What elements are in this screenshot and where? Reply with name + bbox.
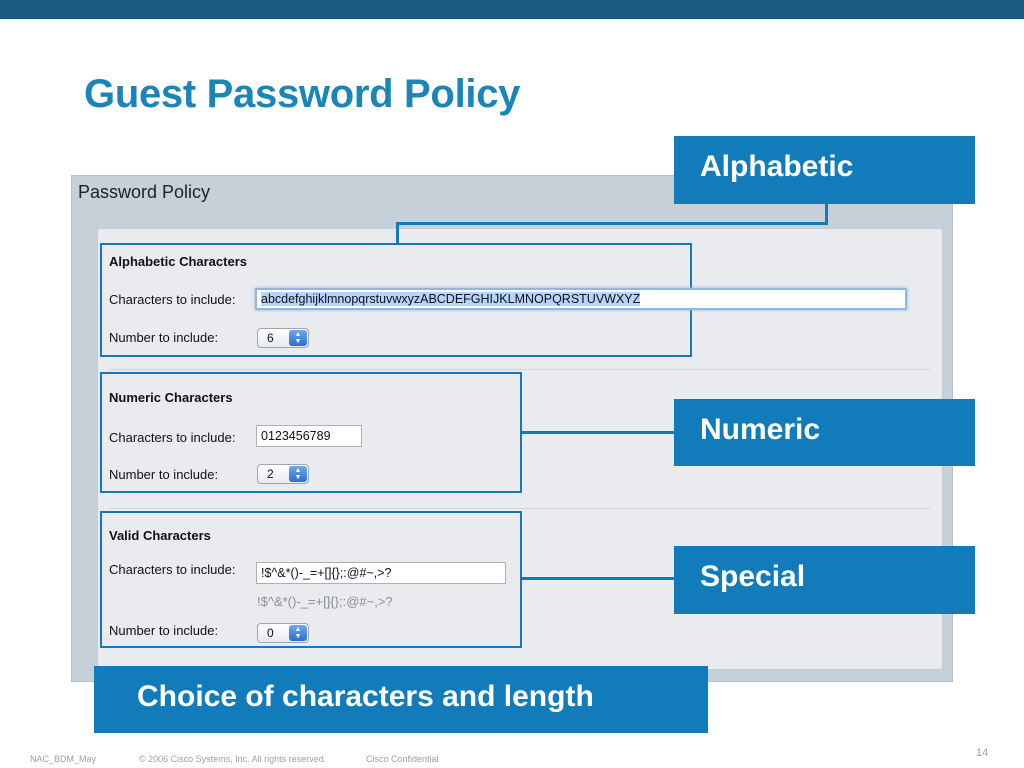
section-heading: Alphabetic Characters	[109, 254, 247, 269]
alphabetic-connector	[825, 204, 828, 224]
numeric-callout: Numeric	[674, 399, 975, 466]
footer-copyright: © 2006 Cisco Systems, Inc. All rights re…	[139, 754, 327, 764]
stepper-value: 6	[267, 331, 274, 345]
characters-label: Characters to include:	[109, 562, 236, 577]
section-heading: Valid Characters	[109, 528, 211, 543]
numeric-section: Numeric Characters Characters to include…	[100, 372, 522, 493]
up-down-arrows-icon[interactable]: ▲▼	[289, 330, 307, 346]
top-banner	[0, 0, 1024, 19]
characters-label: Characters to include:	[109, 430, 236, 445]
special-connector	[521, 577, 675, 580]
divider	[110, 508, 930, 509]
up-down-arrows-icon[interactable]: ▲▼	[289, 625, 307, 641]
alphabetic-characters-input[interactable]: abcdefghijklmnopqrstuvwxyzABCDEFGHIJKLMN…	[255, 288, 907, 310]
summary-callout: Choice of characters and length	[94, 666, 708, 733]
footer-confidential: Cisco Confidential	[366, 754, 439, 764]
divider	[110, 369, 930, 370]
stepper-value: 0	[267, 626, 274, 640]
number-label: Number to include:	[109, 623, 219, 638]
numeric-characters-input[interactable]: 0123456789	[256, 425, 362, 447]
stepper-value: 2	[267, 467, 274, 481]
special-callout: Special	[674, 546, 975, 614]
characters-label: Characters to include:	[109, 292, 236, 307]
numeric-number-stepper[interactable]: 2 ▲▼	[257, 464, 309, 484]
number-label: Number to include:	[109, 330, 219, 345]
valid-characters-input[interactable]: !$^&*()-_=+[]{};:@#~,>?	[256, 562, 506, 584]
alphabetic-number-stepper[interactable]: 6 ▲▼	[257, 328, 309, 348]
slide-title: Guest Password Policy	[84, 72, 521, 116]
panel-title: Password Policy	[78, 182, 211, 202]
numeric-connector	[521, 431, 675, 434]
alphabetic-characters-value: abcdefghijklmnopqrstuvwxyzABCDEFGHIJKLMN…	[261, 292, 641, 306]
alphabetic-section: Alphabetic Characters Characters to incl…	[100, 243, 692, 357]
valid-characters-hint: !$^&*()-_=+[]{};:@#~,>?	[257, 594, 393, 609]
section-heading: Numeric Characters	[109, 390, 233, 405]
alphabetic-connector	[396, 222, 399, 244]
valid-characters-section: Valid Characters Characters to include: …	[100, 511, 522, 648]
number-label: Number to include:	[109, 467, 219, 482]
alphabetic-connector	[396, 222, 828, 225]
page-number: 14	[976, 747, 989, 759]
up-down-arrows-icon[interactable]: ▲▼	[289, 466, 307, 482]
alphabetic-callout: Alphabetic	[674, 136, 975, 204]
valid-number-stepper[interactable]: 0 ▲▼	[257, 623, 309, 643]
footer-code: NAC_BDM_May	[30, 754, 97, 764]
